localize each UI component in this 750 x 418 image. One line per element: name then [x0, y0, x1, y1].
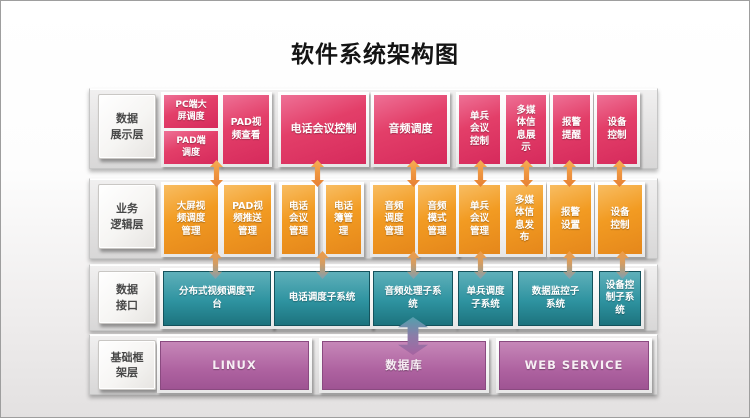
arrow-logic-interface-6: [616, 251, 629, 279]
box-data-monitoring-subsystem-frame: 数据监控子 系统: [515, 268, 596, 329]
box-device-control-display: 设备 控制: [597, 95, 637, 164]
box-web-service-frame: WEB SERVICE: [496, 338, 652, 393]
box-pad-dispatch: PAD端 调度: [164, 131, 218, 164]
arrow-display-logic-5: [520, 160, 533, 187]
arrow-logic-interface-3: [407, 251, 420, 279]
box-device-control-subsystem: 设备控 制子系 统: [599, 271, 641, 326]
box-pad-video-push-mgmt-frame: PAD视 频推送 管理: [221, 182, 274, 257]
box-multimedia-info-publish-frame: 多媒 体信 息发 布: [503, 182, 546, 257]
box-soldier-dispatch-subsystem: 单兵调度 子系统: [458, 271, 513, 326]
box-pad-video-push-mgmt: PAD视 频推送 管理: [224, 185, 271, 254]
arrow-display-logic-3: [407, 160, 420, 187]
box-audio-mode-mgmt-frame: 音频 模式 管理: [415, 182, 459, 257]
box-group-pc-pad: PC端大 屏调度 PAD端 调度: [161, 92, 221, 167]
box-alarm-reminder: 报警 提醒: [553, 95, 590, 164]
arrow-logic-interface-4: [474, 251, 487, 279]
box-phone-conference-control-frame: 电话会议控制: [278, 92, 369, 167]
box-pc-large-screen-dispatch: PC端大 屏调度: [164, 95, 218, 128]
box-phonebook-mgmt: 电话 簿管 理: [326, 185, 361, 254]
box-soldier-dispatch-subsystem-frame: 单兵调度 子系统: [455, 268, 516, 329]
arrow-display-logic-6: [563, 160, 576, 187]
box-pad-video-view: PAD视 频查看: [223, 95, 269, 164]
box-phonebook-mgmt-frame: 电话 簿管 理: [323, 182, 364, 257]
box-multimedia-info-publish: 多媒 体信 息发 布: [506, 185, 543, 254]
box-alarm-reminder-frame: 报警 提醒: [550, 92, 593, 167]
box-audio-dispatch-mgmt: 音频 调度 管理: [373, 185, 415, 254]
box-phone-dispatch-subsystem: 电话调度子系统: [274, 271, 370, 326]
layer-label-business-logic: 业务 逻辑层: [98, 184, 156, 249]
box-database: 数据库: [322, 341, 486, 390]
box-linux-frame: LINUX: [157, 338, 312, 393]
box-data-monitoring-subsystem: 数据监控子 系统: [518, 271, 593, 326]
layer-data-interface: 数据 接口 分布式视频调度平 台 电话调度子系统 音频处理子系 统 单兵调度 子…: [89, 264, 658, 331]
arrow-display-logic-4: [474, 160, 487, 187]
box-alarm-settings: 报警 设置: [550, 185, 591, 254]
box-multimedia-info-display-frame: 多媒 体信 息展 示: [503, 92, 549, 167]
arrow-display-logic-1: [210, 160, 223, 187]
box-linux: LINUX: [160, 341, 309, 390]
box-audio-dispatch-mgmt-frame: 音频 调度 管理: [370, 182, 418, 257]
box-pad-video-view-frame: PAD视 频查看: [220, 92, 272, 167]
diagram-title: 软件系统架构图: [291, 42, 459, 68]
arrow-display-logic-2: [311, 160, 324, 187]
layer-label-data-interface: 数据 接口: [98, 271, 156, 324]
box-soldier-conference-control-frame: 单兵 会议 控制: [456, 92, 503, 167]
box-soldier-conference-mgmt: 单兵 会议 管理: [459, 185, 500, 254]
box-device-control-logic-frame: 设备 控制: [595, 182, 645, 257]
box-multimedia-info-display: 多媒 体信 息展 示: [506, 95, 546, 164]
layer-data-display: 数据 展示层 PC端大 屏调度 PAD端 调度 PAD视 频查看 电话会议控制 …: [89, 88, 658, 169]
arrow-logic-interface-2: [316, 251, 329, 279]
box-soldier-conference-mgmt-frame: 单兵 会议 管理: [456, 182, 503, 257]
box-distributed-video-platform: 分布式视频调度平 台: [163, 271, 271, 326]
box-distributed-video-platform-frame: 分布式视频调度平 台: [160, 268, 274, 329]
box-bigscreen-video-dispatch-mgmt-frame: 大屏视 频调度 管理: [161, 182, 221, 257]
box-device-control-logic: 设备 控制: [598, 185, 642, 254]
box-audio-mode-mgmt: 音频 模式 管理: [418, 185, 456, 254]
box-device-control-subsystem-frame: 设备控 制子系 统: [596, 268, 644, 329]
box-audio-dispatch-frame: 音频调度: [371, 92, 450, 167]
box-phone-conference-mgmt-frame: 电话 会议 管理: [279, 182, 318, 257]
layer-business-logic: 业务 逻辑层 大屏视 频调度 管理 PAD视 频推送 管理 电话 会议 管理 电…: [89, 178, 658, 259]
box-device-control-display-frame: 设备 控制: [594, 92, 640, 167]
layer-label-data-display: 数据 展示层: [98, 94, 156, 159]
box-soldier-conference-control: 单兵 会议 控制: [459, 95, 500, 164]
box-phone-conference-control: 电话会议控制: [281, 95, 366, 164]
layer-label-basic-framework: 基础框 架层: [98, 340, 156, 390]
box-web-service: WEB SERVICE: [499, 341, 649, 390]
box-alarm-settings-frame: 报警 设置: [547, 182, 594, 257]
box-phone-conference-mgmt: 电话 会议 管理: [282, 185, 315, 254]
box-phone-dispatch-subsystem-frame: 电话调度子系统: [271, 268, 373, 329]
arrow-logic-interface-1: [209, 251, 222, 279]
arrow-display-logic-7: [613, 160, 626, 187]
box-bigscreen-video-dispatch-mgmt: 大屏视 频调度 管理: [164, 185, 218, 254]
layer-basic-framework: 基础框 架层 LINUX 数据库 WEB SERVICE: [89, 334, 658, 395]
box-audio-dispatch: 音频调度: [374, 95, 447, 164]
arrow-logic-interface-5: [563, 251, 576, 279]
